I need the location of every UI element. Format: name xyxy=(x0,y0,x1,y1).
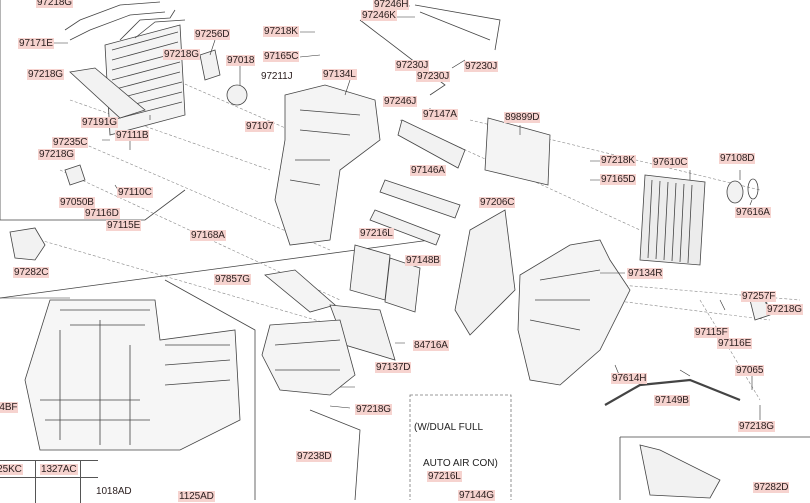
part-label[interactable]: 97116D xyxy=(84,208,120,219)
part-label[interactable]: 97218G xyxy=(766,304,803,315)
door-art xyxy=(397,119,466,169)
fastener-table: 1125KC 1327AC xyxy=(0,460,98,503)
part-label[interactable]: 97282C xyxy=(13,267,50,278)
part-label[interactable]: 97257F xyxy=(741,291,777,302)
part-label[interactable]: 97282D xyxy=(753,482,790,493)
part-label[interactable]: 97110C xyxy=(117,187,153,198)
part-label[interactable]: 97134L xyxy=(322,69,357,80)
part-label[interactable]: 97218G xyxy=(738,421,775,432)
variant-note-line2: AUTO AIR CON) xyxy=(423,458,498,469)
part-label[interactable]: 97115E xyxy=(106,220,142,231)
fastener-table-col xyxy=(0,461,36,503)
fastener-table-header xyxy=(0,461,98,478)
part-label[interactable]: 97146A xyxy=(410,165,446,176)
part-label[interactable]: 97147A xyxy=(422,109,458,120)
part-label[interactable]: 97610C xyxy=(652,157,689,168)
assembled-unit-art xyxy=(24,299,241,451)
part-label[interactable]: 97230J xyxy=(464,61,499,72)
part-label[interactable]: 97216L xyxy=(359,228,394,239)
part-label[interactable]: 97148B xyxy=(405,255,441,266)
door-art xyxy=(349,244,391,301)
fastener-header[interactable]: 1327AC xyxy=(40,464,78,475)
actuator-art xyxy=(64,164,86,186)
part-label[interactable]: 97246K xyxy=(361,10,397,21)
part-label[interactable]: 97165C xyxy=(263,51,300,62)
part-label[interactable]: 97218K xyxy=(600,155,636,166)
fastener-header[interactable]: 1125KC xyxy=(0,464,23,475)
case-cover-art xyxy=(454,209,516,336)
part-label[interactable]: 97137D xyxy=(375,362,412,373)
channel-art xyxy=(264,269,336,313)
part-label[interactable]: 1018AD xyxy=(96,486,132,497)
door-art xyxy=(379,179,461,219)
door-art xyxy=(384,257,421,313)
frame-line xyxy=(619,436,810,500)
o-ring-art xyxy=(747,178,759,200)
part-label[interactable]: 97614H xyxy=(611,373,648,384)
part-label[interactable]: 97065 xyxy=(735,365,765,376)
part-label[interactable]: 97218K xyxy=(263,26,299,37)
duct-art xyxy=(639,444,721,499)
part-label[interactable]: 84716A xyxy=(413,340,449,351)
part-label[interactable]: 97235C xyxy=(52,137,89,148)
part-label[interactable]: 97168A xyxy=(190,230,226,241)
part-label[interactable]: 97230J xyxy=(395,60,430,71)
part-label[interactable]: 97108D xyxy=(719,153,756,164)
seal-ring-art xyxy=(726,180,744,204)
part-label[interactable]: 97171E xyxy=(18,38,54,49)
part-label[interactable]: 97256D xyxy=(194,29,231,40)
part-label[interactable]: 97857G xyxy=(214,274,251,285)
case-left-art xyxy=(274,84,381,246)
part-label[interactable]: 97218G xyxy=(38,149,75,160)
part-label[interactable]: 97149B xyxy=(654,395,690,406)
part-label[interactable]: 97218G xyxy=(355,404,392,415)
gasket-art xyxy=(359,4,501,96)
part-label[interactable]: 97107 xyxy=(245,121,275,132)
part-label[interactable]: 97230J xyxy=(416,71,451,82)
frame-line xyxy=(0,0,186,221)
part-label[interactable]: 97191G xyxy=(81,117,118,128)
part-label[interactable]: 97616A xyxy=(735,207,771,218)
actuator-art xyxy=(226,84,248,106)
part-label[interactable]: 97211J xyxy=(261,71,293,82)
part-label[interactable]: 97165D xyxy=(600,174,637,185)
part-label[interactable]: 89899D xyxy=(504,112,541,123)
part-label[interactable]: 97115F xyxy=(694,327,729,338)
part-label[interactable]: 97218G xyxy=(36,0,73,8)
drain-pan-art xyxy=(261,319,356,396)
part-label[interactable]: 97134R xyxy=(627,268,664,279)
seal-panel-art xyxy=(484,117,551,186)
part-label[interactable]: 97246J xyxy=(383,96,418,107)
drain-hose-art xyxy=(309,409,361,500)
part-label[interactable]: 1244BF xyxy=(0,402,19,413)
duct-art xyxy=(9,227,46,261)
actuator-art xyxy=(199,49,221,81)
pipe-art xyxy=(604,378,741,406)
part-label[interactable]: 97246H xyxy=(373,0,410,10)
part-label[interactable]: 97144G xyxy=(458,490,495,501)
part-label[interactable]: 97116E xyxy=(717,338,753,349)
part-label[interactable]: 97206C xyxy=(479,197,516,208)
part-label[interactable]: 97218G xyxy=(27,69,64,80)
variant-note-line1: (W/DUAL FULL xyxy=(414,422,484,433)
part-label[interactable]: 97218G xyxy=(163,49,200,60)
door-art xyxy=(369,209,441,246)
part-label[interactable]: 97238D xyxy=(296,451,333,462)
variant-note: (W/DUAL FULL AUTO AIR CON) xyxy=(414,398,498,494)
filter-art xyxy=(69,67,146,119)
fastener-table-col xyxy=(35,461,81,503)
part-label[interactable]: 97216L xyxy=(427,471,462,482)
part-label[interactable]: 97050B xyxy=(59,197,95,208)
note-box xyxy=(409,394,512,500)
part-label[interactable]: 97018 xyxy=(226,55,256,66)
part-label[interactable]: 97111B xyxy=(115,130,150,141)
part-label[interactable]: 1125AD xyxy=(178,491,215,502)
frame-line xyxy=(164,279,256,500)
case-right-art xyxy=(517,239,631,386)
